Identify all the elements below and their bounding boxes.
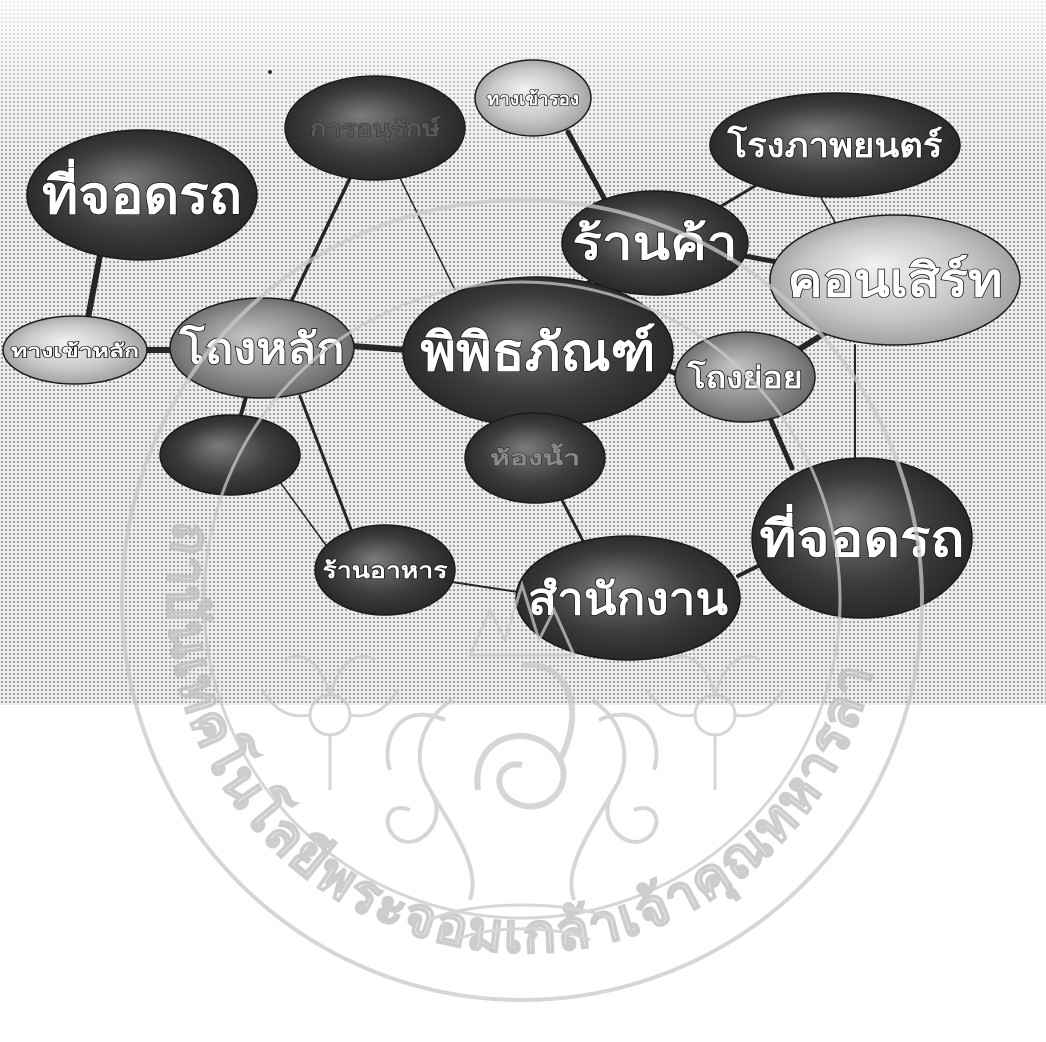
left-ornament [260, 654, 400, 790]
edge-main-hall-conservation [290, 176, 352, 302]
emblem-left-naga [385, 698, 475, 901]
edge-restroom-office [560, 498, 587, 547]
edge-conservation-museum [399, 177, 456, 291]
ornament-leaves [260, 654, 400, 790]
emblem-base [429, 903, 615, 942]
node-bubble [709, 92, 961, 198]
node-label: ที่จอดรถ [760, 504, 965, 568]
node-parking-top-left: ที่จอดรถ [26, 129, 258, 261]
edge-sub-hall-parking [767, 415, 795, 471]
node-label: ทางเข้าหลัก [11, 341, 139, 362]
emblem-center-mark [474, 661, 576, 810]
node-bubble [314, 524, 456, 616]
node-label: ร้านอาหาร [323, 559, 448, 584]
node-bubble [464, 412, 606, 504]
node-museum: พิพิธภัณฑ์ [402, 276, 674, 428]
node-label: ที่จอดรถ [42, 159, 242, 226]
node-bubble [515, 535, 741, 661]
node-sub-hall: โถงย่อย [674, 331, 816, 423]
node-parking-right: ที่จอดรถ [751, 457, 973, 619]
node-bubble [284, 75, 466, 181]
node-secondary-entrance: ทางเข้ารอง [474, 59, 592, 137]
node-bubble [2, 315, 148, 385]
node-label: สำนักงาน [528, 574, 728, 625]
node-bubble [474, 59, 592, 137]
node-cinema: โรงภาพยนตร์ [709, 92, 961, 198]
node-concert: คอนเสิร์ท [769, 214, 1021, 346]
node-label: ทางเข้ารอง [487, 89, 579, 110]
edge-main-hall-museum [349, 343, 410, 353]
edge-shop-concert [742, 253, 780, 265]
node-label: โรงภาพยนตร์ [726, 125, 943, 166]
emblem-crown [467, 579, 577, 657]
edge-secondary-entrance-shop [565, 129, 608, 203]
edge-cinema-concert [819, 195, 836, 223]
node-restaurant: ร้านอาหาร [314, 524, 456, 616]
seal-outer-ring [120, 198, 924, 1002]
node-restroom: ห้องน้ำ [464, 412, 606, 504]
node-unlabeled [159, 414, 301, 496]
ornament-leaves [645, 654, 785, 790]
node-main-entrance: ทางเข้าหลัก [2, 315, 148, 385]
edge-shop-cinema [716, 181, 762, 210]
edge-office-parking [736, 564, 760, 578]
node-bubble [751, 457, 973, 619]
node-label: คอนเสิร์ท [788, 253, 1003, 307]
node-bubble [769, 214, 1021, 346]
edge-restaurant-office [451, 581, 519, 593]
node-bubble [561, 190, 749, 296]
node-label: โถงหลัก [178, 324, 344, 373]
edge-main-hall-restaurant [298, 394, 354, 534]
node-main-hall: โถงหลัก [169, 297, 355, 399]
node-label: โถงย่อย [686, 359, 802, 396]
edge-main-hall-unlabeled [238, 395, 248, 420]
node-bubble [159, 414, 301, 496]
edge-unlabeled-restaurant [279, 481, 329, 549]
node-office: สำนักงาน [515, 535, 741, 661]
node-bubble [674, 331, 816, 423]
edge-parking-main-entrance [85, 252, 103, 321]
node-label: ห้องน้ำ [490, 443, 580, 470]
seal-emblem [260, 579, 785, 942]
node-bubble [26, 129, 258, 261]
diagram-nodes: ที่จอดรถ ทางเข้าหลัก โถงหลัก การอนุรักษ์… [2, 59, 1021, 661]
right-ornament [645, 654, 785, 790]
emblem-right-naga [569, 698, 659, 901]
node-label: การอนุรักษ์ [310, 116, 441, 143]
node-conservation: การอนุรักษ์ [284, 75, 466, 181]
seal-inner-ring [202, 280, 842, 920]
stray-dot [268, 70, 272, 74]
node-label: พิพิธภัณฑ์ [421, 323, 656, 383]
